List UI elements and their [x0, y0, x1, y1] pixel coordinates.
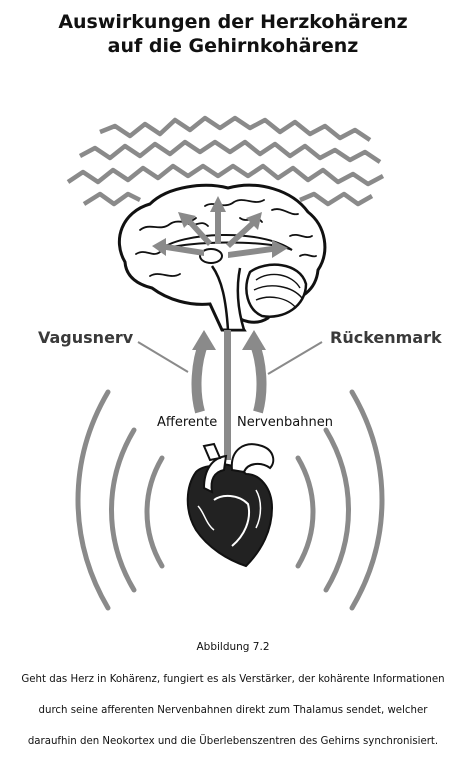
figure-number: Abbildung 7.2 [196, 641, 270, 653]
caption-line-2: durch seine afferenten Nervenbahnen dire… [38, 705, 428, 716]
brain-wave-lines [66, 115, 385, 207]
rueckenmark-pointer [267, 341, 323, 375]
vagusnerv-pointer [137, 341, 189, 373]
page-title: Auswirkungen der Herzkohärenz auf die Ge… [0, 10, 466, 58]
afferent-pathway-line [224, 330, 231, 460]
label-afferente: Afferente [157, 415, 218, 430]
arrow-icon [242, 330, 266, 350]
brain-icon [117, 183, 327, 332]
arrow-icon [192, 330, 216, 350]
label-vagusnerv: Vagusnerv [38, 328, 134, 347]
caption-line-1: Geht das Herz in Kohärenz, fungiert es a… [21, 674, 445, 685]
heart-icon [186, 442, 275, 568]
arrow-icon [152, 196, 288, 258]
label-nervenbahnen: Nervenbahnen [237, 415, 333, 430]
label-rueckenmark: Rückenmark [330, 328, 442, 347]
caption-line-3: daraufhin den Neokortex und die Überlebe… [27, 736, 439, 747]
title-line-1: Auswirkungen der Herzkohärenz [58, 11, 408, 33]
heart-wave-arcs [75, 389, 385, 611]
title-line-2: auf die Gehirnkohärenz [107, 35, 359, 57]
